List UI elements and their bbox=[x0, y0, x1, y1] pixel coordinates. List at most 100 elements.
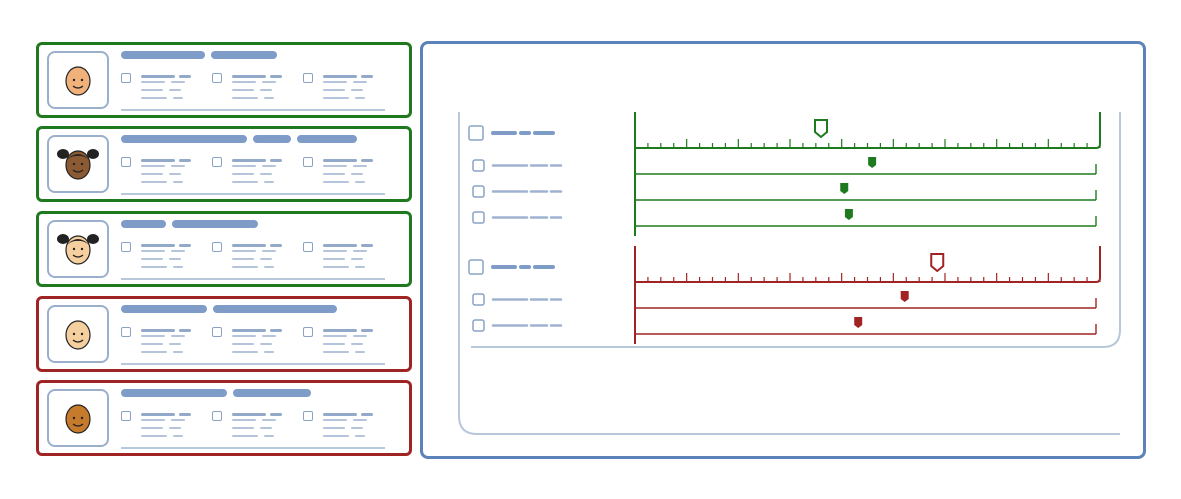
checkbox[interactable] bbox=[212, 73, 222, 83]
option-detail-placeholder bbox=[173, 97, 183, 99]
summary-marker[interactable] bbox=[930, 253, 945, 273]
checkbox[interactable] bbox=[303, 73, 313, 83]
option-detail-placeholder bbox=[355, 181, 365, 183]
row-checkbox[interactable] bbox=[472, 185, 485, 198]
option-detail-placeholder bbox=[260, 343, 272, 345]
checkbox[interactable] bbox=[303, 157, 313, 167]
option-detail-placeholder bbox=[232, 435, 258, 437]
option-detail-placeholder bbox=[232, 258, 254, 260]
option-label-placeholder bbox=[323, 329, 357, 332]
option-detail-placeholder bbox=[355, 351, 365, 353]
option-detail-placeholder bbox=[169, 343, 181, 345]
checkbox[interactable] bbox=[212, 242, 222, 252]
user-card[interactable] bbox=[36, 126, 412, 202]
option-detail-placeholder bbox=[232, 266, 258, 268]
option-detail-placeholder bbox=[264, 266, 274, 268]
option-detail-placeholder bbox=[260, 173, 272, 175]
value-marker[interactable] bbox=[844, 209, 853, 220]
checkbox[interactable] bbox=[212, 157, 222, 167]
option-detail-placeholder bbox=[260, 89, 272, 91]
checkbox[interactable] bbox=[303, 242, 313, 252]
option-detail-placeholder bbox=[141, 81, 165, 83]
option-detail-placeholder bbox=[141, 97, 167, 99]
group-checkbox[interactable] bbox=[468, 125, 484, 141]
option-detail-placeholder bbox=[169, 258, 181, 260]
option-detail-placeholder bbox=[323, 343, 345, 345]
avatar bbox=[47, 135, 109, 193]
option-detail-placeholder bbox=[262, 165, 276, 167]
option-detail-placeholder bbox=[232, 427, 254, 429]
option-detail-placeholder bbox=[353, 81, 367, 83]
divider bbox=[121, 278, 385, 280]
user-card[interactable] bbox=[36, 211, 412, 287]
option-detail-placeholder bbox=[232, 165, 256, 167]
checkbox[interactable] bbox=[212, 327, 222, 337]
user-card[interactable] bbox=[36, 42, 412, 118]
option-label-placeholder bbox=[361, 159, 373, 162]
divider bbox=[121, 109, 385, 111]
user-card[interactable] bbox=[36, 296, 412, 372]
option-detail-placeholder bbox=[323, 250, 347, 252]
option-label-placeholder bbox=[179, 413, 191, 416]
divider bbox=[121, 363, 385, 365]
option-detail-placeholder bbox=[351, 89, 363, 91]
option-label-placeholder bbox=[323, 413, 357, 416]
option-label-placeholder bbox=[232, 413, 266, 416]
row-checkbox[interactable] bbox=[472, 319, 485, 332]
option-label-placeholder bbox=[323, 159, 357, 162]
option-detail-placeholder bbox=[171, 335, 185, 337]
group-checkbox[interactable] bbox=[468, 259, 484, 275]
option-detail-placeholder bbox=[355, 97, 365, 99]
option-detail-placeholder bbox=[323, 81, 347, 83]
value-marker[interactable] bbox=[854, 317, 863, 328]
title-placeholder bbox=[297, 135, 357, 143]
option-detail-placeholder bbox=[141, 173, 163, 175]
option-detail-placeholder bbox=[232, 419, 256, 421]
value-marker[interactable] bbox=[900, 291, 909, 302]
value-marker[interactable] bbox=[840, 183, 849, 194]
checkbox[interactable] bbox=[121, 73, 131, 83]
checkbox[interactable] bbox=[121, 242, 131, 252]
checkbox[interactable] bbox=[121, 157, 131, 167]
title-placeholder bbox=[121, 389, 227, 397]
option-label-placeholder bbox=[361, 413, 373, 416]
option-label-placeholder bbox=[361, 244, 373, 247]
option-detail-placeholder bbox=[260, 258, 272, 260]
option-detail-placeholder bbox=[351, 343, 363, 345]
avatar bbox=[47, 51, 109, 109]
avatar bbox=[47, 305, 109, 363]
checkbox[interactable] bbox=[212, 411, 222, 421]
summary-marker[interactable] bbox=[814, 119, 828, 139]
title-placeholder bbox=[213, 305, 337, 313]
option-detail-placeholder bbox=[169, 173, 181, 175]
inner-frame bbox=[458, 112, 1120, 435]
checkbox[interactable] bbox=[303, 411, 313, 421]
divider bbox=[121, 447, 385, 449]
option-label-placeholder bbox=[270, 159, 282, 162]
checkbox[interactable] bbox=[121, 411, 131, 421]
row-checkbox[interactable] bbox=[472, 211, 485, 224]
option-detail-placeholder bbox=[141, 258, 163, 260]
option-detail-placeholder bbox=[141, 181, 167, 183]
option-detail-placeholder bbox=[351, 427, 363, 429]
option-detail-placeholder bbox=[141, 435, 167, 437]
face-icon bbox=[57, 234, 99, 265]
option-detail-placeholder bbox=[353, 165, 367, 167]
option-label-placeholder bbox=[141, 244, 175, 247]
checkbox[interactable] bbox=[121, 327, 131, 337]
option-detail-placeholder bbox=[323, 427, 345, 429]
option-detail-placeholder bbox=[232, 250, 256, 252]
option-detail-placeholder bbox=[351, 173, 363, 175]
title-placeholder bbox=[121, 220, 166, 228]
value-marker[interactable] bbox=[868, 157, 877, 168]
row-checkbox[interactable] bbox=[472, 293, 485, 306]
option-detail-placeholder bbox=[171, 81, 185, 83]
option-label-placeholder bbox=[179, 244, 191, 247]
title-placeholder bbox=[233, 389, 311, 397]
checkbox[interactable] bbox=[303, 327, 313, 337]
option-detail-placeholder bbox=[141, 419, 165, 421]
title-placeholder bbox=[211, 51, 277, 59]
row-checkbox[interactable] bbox=[472, 159, 485, 172]
option-detail-placeholder bbox=[232, 97, 258, 99]
user-card[interactable] bbox=[36, 380, 412, 456]
